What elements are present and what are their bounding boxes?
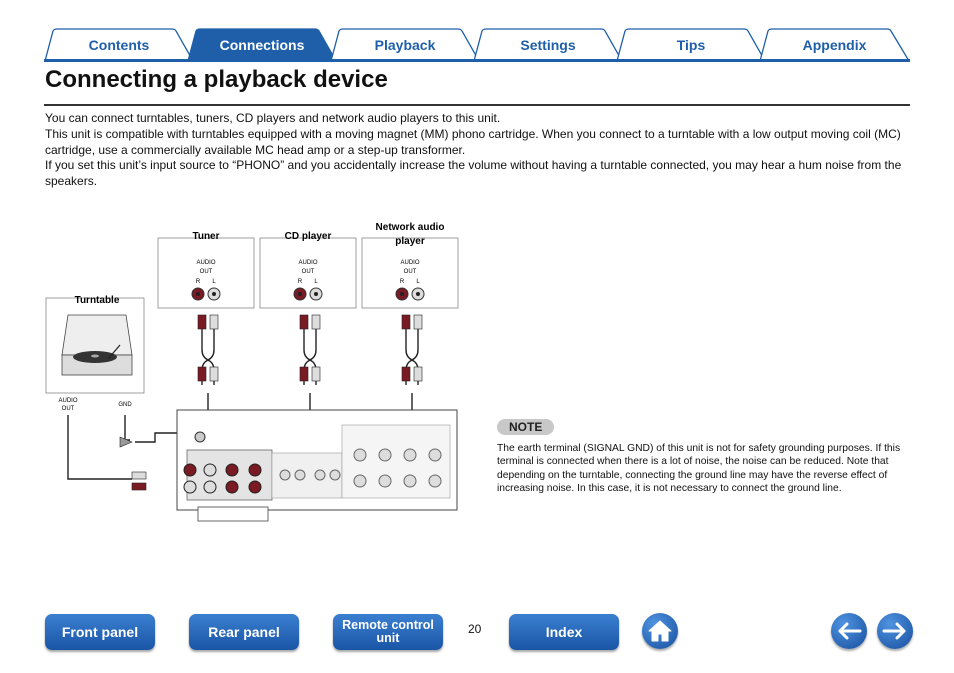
tab-tips[interactable]: Tips (616, 28, 766, 61)
intro-paragraph: This unit is compatible with turntables … (45, 126, 901, 157)
intro-paragraph: If you set this unit’s input source to “… (45, 158, 902, 189)
rear-panel-label: Rear panel (208, 624, 280, 640)
turntable-label: Turntable (75, 295, 120, 306)
page-title: Connecting a playback device (45, 66, 388, 93)
turntable-audio-label: AUDIO (58, 398, 77, 404)
home-icon (648, 620, 672, 642)
network-player-device: Network audio player AUDIO OUT R L (361, 222, 459, 309)
tab-contents[interactable]: Contents (44, 28, 194, 61)
tab-settings[interactable]: Settings (473, 28, 623, 61)
arrow-left-icon (838, 622, 862, 640)
cd-player-label: CD player (285, 231, 332, 242)
audio-out-label: AUDIO (298, 260, 317, 266)
note-badge: NOTE (497, 419, 555, 435)
front-panel-label: Front panel (61, 624, 139, 640)
channel-r-label: R (196, 279, 201, 285)
tuner-label: Tuner (192, 231, 219, 242)
remote-control-button[interactable]: Remote control unit (333, 614, 443, 650)
channel-l-label: L (212, 279, 216, 285)
tab-shape (330, 28, 480, 61)
title-divider (44, 104, 910, 106)
connection-diagram: Tuner AUDIO OUT R L CD player AUDIO OUT … (45, 222, 459, 522)
tab-underline (44, 59, 910, 62)
index-label: Index (545, 624, 583, 640)
tab-label: Settings (520, 36, 576, 53)
tab-shape (44, 28, 194, 61)
tab-appendix[interactable]: Appendix (759, 28, 910, 61)
page-number: 20 (468, 622, 482, 636)
arrow-right-icon (882, 622, 906, 640)
network-player-label: Network audio (376, 222, 445, 233)
tab-playback[interactable]: Playback (330, 28, 480, 61)
signal-gnd-terminal (194, 431, 206, 443)
tab-shape (759, 28, 910, 61)
audio-out-label: OUT (302, 269, 315, 275)
top-tab-bar: Contents Connections Playback Settings T… (44, 24, 910, 62)
forward-button[interactable] (877, 613, 913, 649)
tab-label: Playback (374, 36, 436, 53)
tab-shape (473, 28, 623, 61)
note-box: NOTE The earth terminal (SIGNAL GND) of … (497, 418, 907, 496)
unit-rear-panel (176, 409, 458, 522)
rear-panel-button[interactable]: Rear panel (189, 614, 299, 650)
tab-connections[interactable]: Connections (187, 28, 337, 61)
turntable-out-label: OUT (62, 406, 75, 412)
back-button[interactable] (831, 613, 867, 649)
tab-label: Contents (88, 36, 150, 53)
channel-l-label: L (314, 279, 318, 285)
home-button[interactable] (642, 613, 678, 649)
turntable-gnd-label: GND (118, 402, 132, 408)
tab-label: Tips (676, 36, 706, 53)
audio-out-label: OUT (404, 269, 417, 275)
remote-control-label: unit (376, 631, 400, 645)
tab-label: Appendix (802, 36, 867, 53)
tuner-device: Tuner AUDIO OUT R L (157, 231, 255, 309)
front-panel-button[interactable]: Front panel (45, 614, 155, 650)
audio-out-label: OUT (200, 269, 213, 275)
cd-player-device: CD player AUDIO OUT R L (259, 231, 357, 309)
tab-shape (187, 28, 337, 61)
turntable-device: Turntable AUDIO OUT GND (45, 295, 145, 412)
index-button[interactable]: Index (509, 614, 619, 650)
channel-r-label: R (400, 279, 405, 285)
intro-paragraph: You can connect turntables, tuners, CD p… (45, 111, 501, 125)
audio-out-label: AUDIO (400, 260, 419, 266)
note-text: The earth terminal (SIGNAL GND) of this … (497, 443, 901, 495)
tab-label: Connections (219, 36, 305, 53)
intro-text: You can connect turntables, tuners, CD p… (45, 111, 905, 190)
rca-plugs (119, 314, 423, 491)
remote-control-label: Remote control (342, 618, 434, 632)
network-player-label: player (395, 236, 425, 247)
channel-r-label: R (298, 279, 303, 285)
channel-l-label: L (416, 279, 420, 285)
tab-shape (616, 28, 766, 61)
audio-out-label: AUDIO (196, 260, 215, 266)
